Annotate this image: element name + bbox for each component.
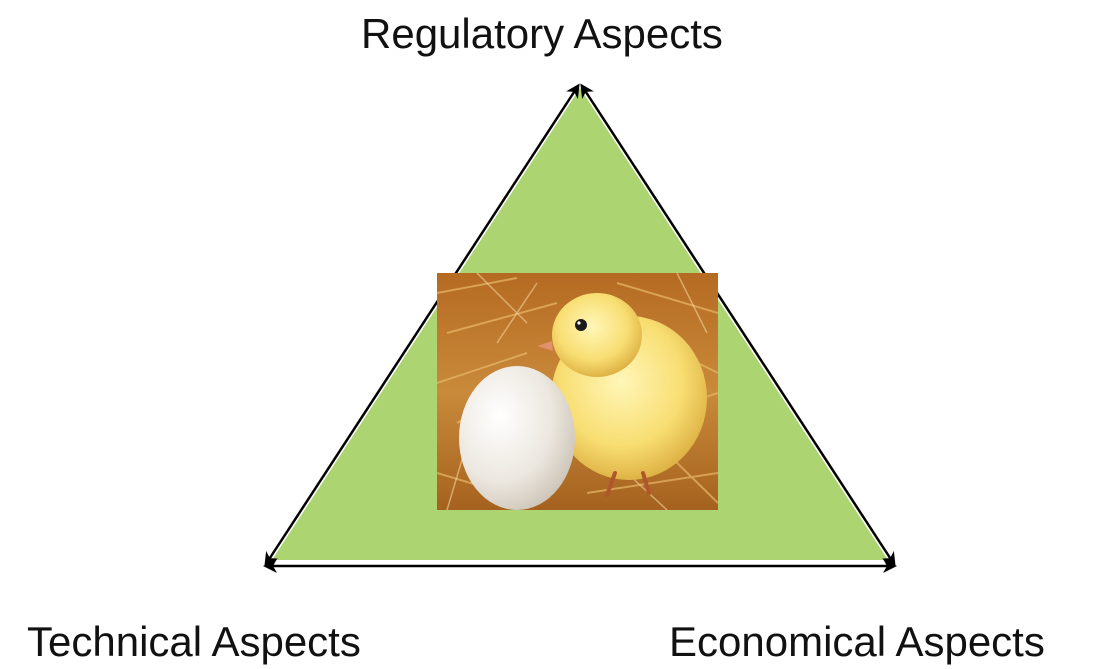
- technical-aspects-label: Technical Aspects: [27, 618, 361, 665]
- chick-and-egg-photo: [437, 273, 718, 510]
- economical-aspects-label: Economical Aspects: [669, 618, 1045, 665]
- edge-regulatory-technical: [264, 83, 580, 567]
- edge-regulatory-economical: [580, 83, 896, 567]
- regulatory-aspects-label: Regulatory Aspects: [361, 10, 723, 57]
